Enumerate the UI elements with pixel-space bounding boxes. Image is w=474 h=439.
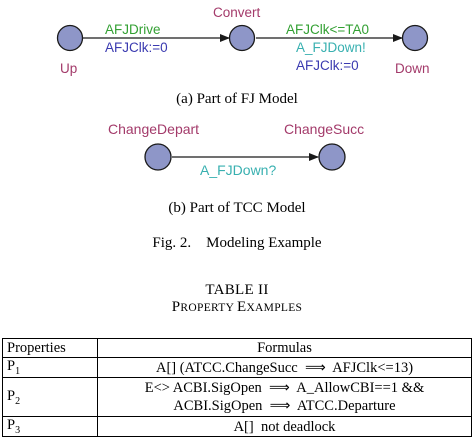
edge1-update: AFJClk:=0 [105,40,168,55]
edge1-guard: AFJDrive [105,22,161,37]
formula-cell: A[] not deadlock [97,416,472,437]
state-label-changesucc: ChangeSucc [284,121,364,137]
formula-line-1: E<> ACBI.SigOpen ⟹ A_AllowCBI==1 && [144,380,425,396]
formula-cell: E<> ACBI.SigOpen ⟹ A_AllowCBI==1 && ACBI… [97,377,472,417]
table-row: P3 A[] not deadlock [2,416,472,437]
fig-a-caption: (a) Part of FJ Model [176,91,298,107]
property-name: P [7,417,16,434]
edge2-sync: A_FJDown! [296,40,366,55]
table-row: P2 E<> ACBI.SigOpen ⟹ A_AllowCBI==1 && A… [2,377,472,417]
header-properties: Properties [2,338,98,358]
property-examples-table: Properties Formulas P1 A[] (ATCC.ChangeS… [2,338,472,437]
state-up [56,24,84,52]
table-title-p: P [171,299,181,315]
table-row: P1 A[] (ATCC.ChangeSucc ⟹ AFJClk<=13) [2,357,472,378]
property-name: P [7,358,16,375]
state-down [401,24,429,52]
edge2-guard: AFJClk<=TA0 [286,22,369,37]
property-cell: P1 [2,357,98,378]
table-title-e: E [236,299,247,315]
property-cell: P2 [2,377,98,417]
table-title: PROPERTY EXAMPLES [0,299,474,316]
edge-sync-fjdown: A_FJDown? [200,162,276,178]
state-label-changedepart: ChangeDepart [108,121,199,137]
property-subscript: 2 [15,395,21,407]
state-label-down: Down [395,61,430,76]
table-title-roperty: ROPERTY [180,302,237,314]
fig-b-caption: (b) Part of TCC Model [168,200,306,216]
formula-line-2: ACBI.SigOpen ⟹ ATCC.Departure [173,398,396,414]
property-subscript: 3 [15,424,21,436]
table-number: TABLE II [205,282,269,298]
state-changesucc [318,143,346,171]
uppaal-diagrams: Up Convert Down AFJDrive AFJClk:=0 AFJCl… [56,5,430,178]
state-changedepart [144,143,172,171]
fig-b-tcc-model: ChangeDepart ChangeSucc A_FJDown? [108,121,364,178]
property-name: P [7,387,16,404]
fig-a-fj-model: Up Convert Down AFJDrive AFJClk:=0 AFJCl… [56,5,430,76]
header-formulas: Formulas [97,338,472,358]
figure-caption: Fig. 2. Modeling Example [152,235,322,251]
table-title-xamples: XAMPLES [246,302,303,314]
edge2-update: AFJClk:=0 [296,58,359,73]
state-convert [228,24,256,52]
state-label-up: Up [60,61,77,76]
formula-cell: A[] (ATCC.ChangeSucc ⟹ AFJClk<=13) [97,357,472,378]
state-label-convert: Convert [213,5,261,20]
property-cell: P3 [2,416,98,437]
property-subscript: 1 [15,365,21,377]
table-header-row: Properties Formulas [2,338,472,358]
